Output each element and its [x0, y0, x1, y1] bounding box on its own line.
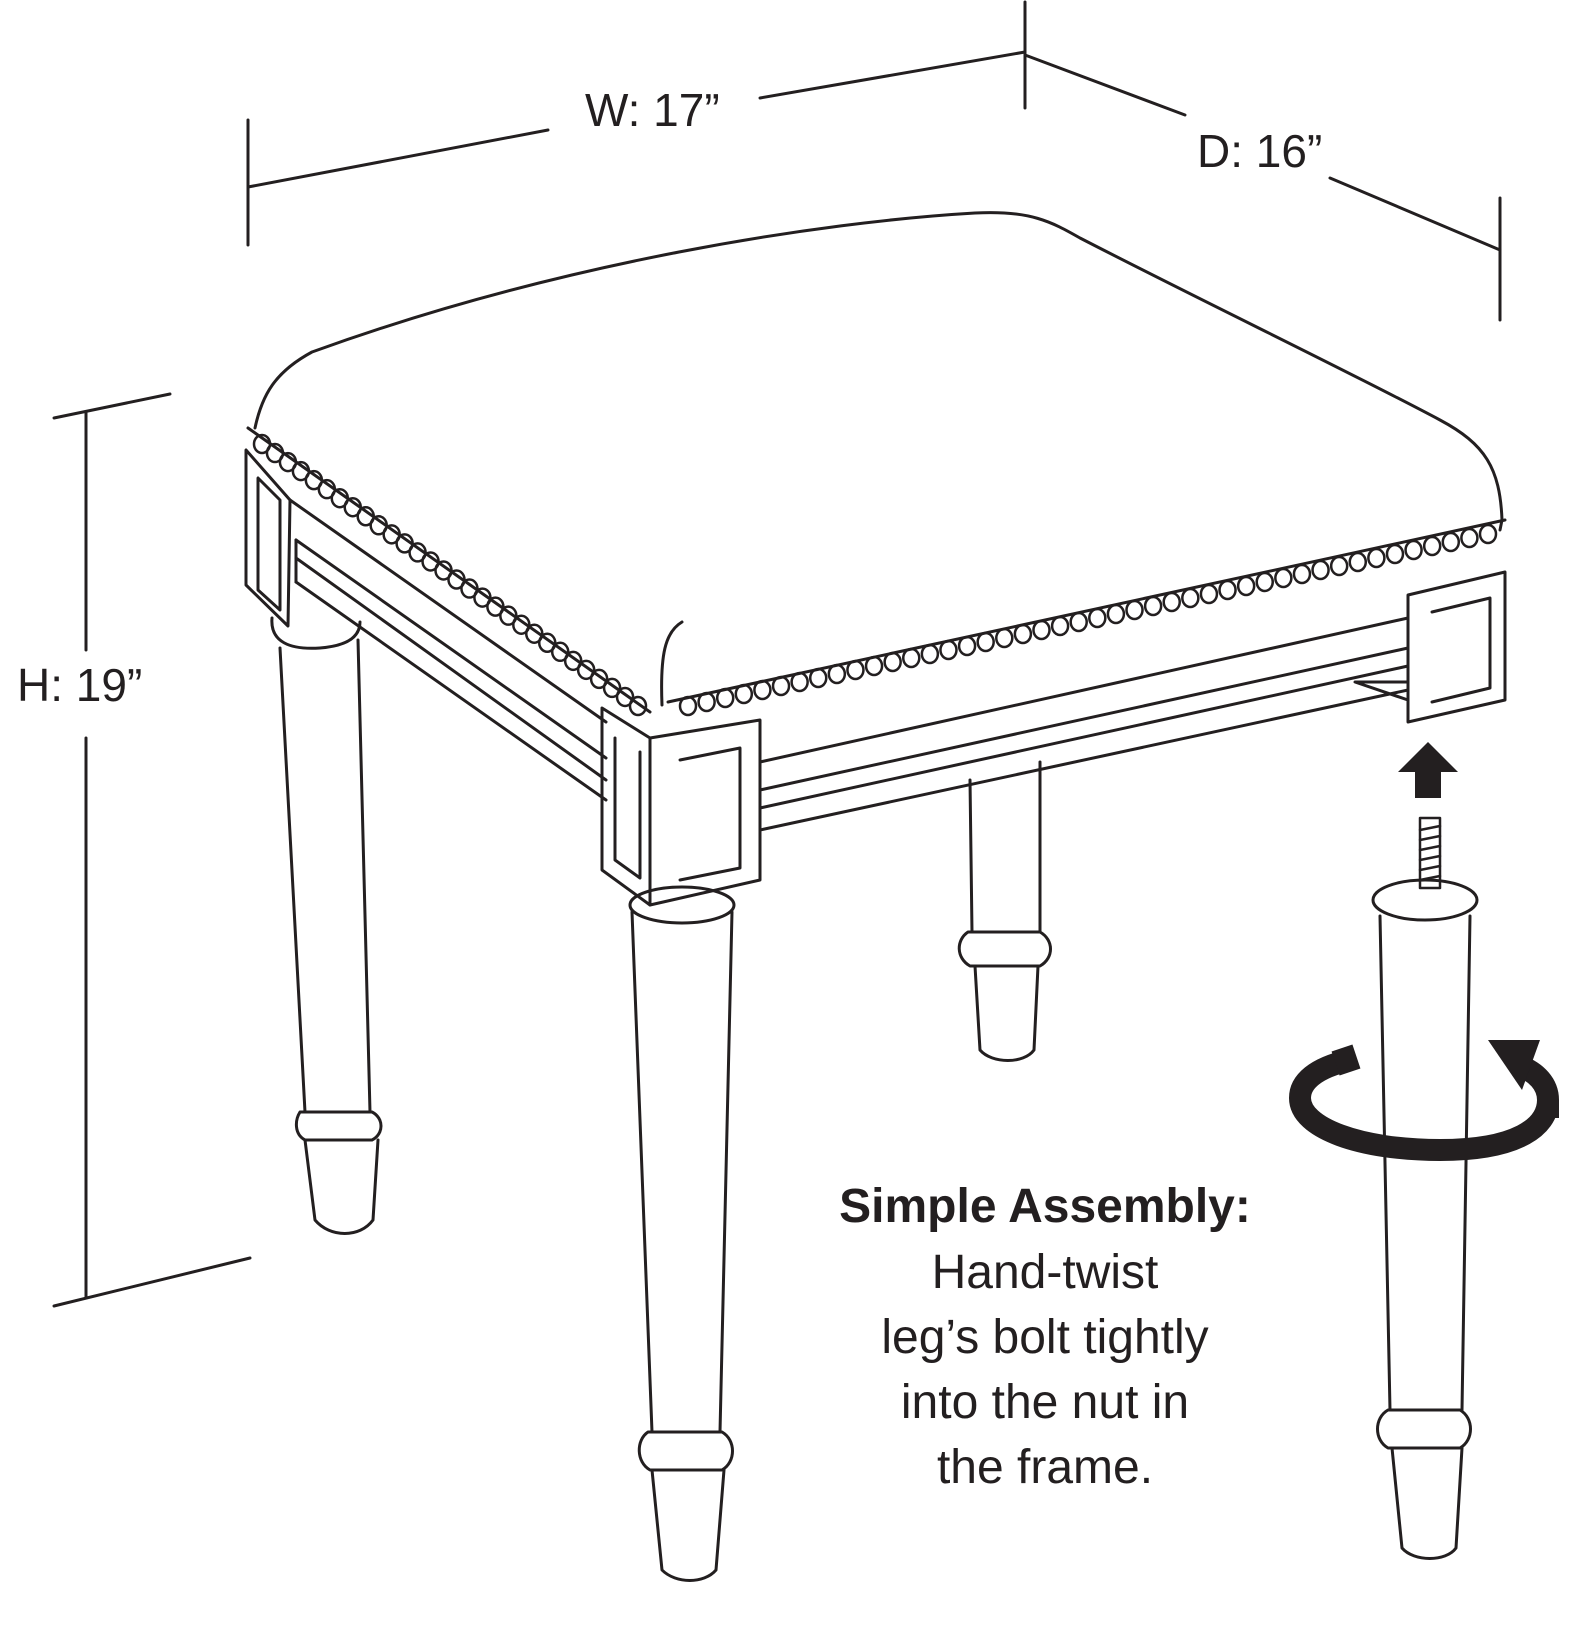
nailhead — [1385, 543, 1405, 565]
assembly-instructions: Simple Assembly: Hand-twist leg’s bolt t… — [790, 1178, 1300, 1500]
width-dimension-line — [246, 0, 1027, 247]
nailhead — [1125, 599, 1144, 621]
nailhead — [1218, 579, 1237, 601]
trim-band-upper-edge — [246, 426, 652, 714]
seat-cushion-fold — [660, 620, 684, 707]
nailhead — [1292, 563, 1312, 585]
nailhead — [512, 614, 531, 635]
assembly-line: the frame. — [936, 1440, 1154, 1494]
nailhead — [1050, 615, 1070, 637]
nailhead — [1274, 567, 1293, 589]
seat-cushion — [253, 211, 1504, 532]
width-label: W: 17” — [585, 84, 720, 136]
assembly-line: leg’s bolt tightly — [881, 1310, 1209, 1364]
nailhead — [1106, 603, 1126, 625]
nailhead — [1236, 575, 1256, 597]
back-left-leg — [270, 616, 383, 1235]
trim-band-upper-edge-right — [666, 518, 1507, 704]
up-arrow-icon — [1398, 742, 1458, 798]
depth-label: D: 16” — [1197, 125, 1323, 177]
nailhead — [1069, 611, 1088, 633]
height-dimension-line — [52, 392, 252, 1308]
nailhead — [1143, 595, 1163, 617]
assembly-title: Simple Assembly: — [839, 1180, 1251, 1233]
detached-leg — [1371, 878, 1479, 1560]
bolt — [1418, 816, 1442, 890]
nailhead — [499, 605, 518, 626]
nailhead — [537, 632, 557, 654]
nailhead — [576, 659, 596, 681]
depth-dimension-line — [1023, 53, 1502, 322]
nailhead — [589, 668, 609, 690]
nailhead — [1422, 535, 1442, 557]
nailhead — [1311, 559, 1330, 581]
right-corner-block — [1353, 570, 1507, 724]
nailhead — [615, 686, 635, 708]
back-right-leg — [957, 760, 1052, 1062]
front-right-apron — [758, 616, 1410, 832]
nailhead — [1460, 527, 1479, 549]
assembly-line: into the nut in — [900, 1375, 1190, 1429]
nailhead — [1181, 587, 1200, 609]
height-label: H: 19” — [17, 659, 143, 711]
nailhead — [1032, 619, 1051, 641]
nailhead — [995, 627, 1014, 649]
front-corner-block — [600, 706, 762, 907]
nailhead — [1478, 523, 1498, 545]
nailhead — [525, 623, 544, 644]
front-left-apron — [288, 498, 608, 802]
nailhead — [1367, 547, 1386, 569]
nailhead — [976, 631, 995, 653]
nailhead — [563, 650, 583, 672]
assembly-line: Hand-twist — [931, 1245, 1159, 1299]
nailhead — [628, 695, 648, 717]
nailhead — [550, 641, 570, 663]
rotate-arrow-icon — [1288, 1040, 1560, 1162]
nailhead — [1441, 531, 1461, 553]
nailhead-trim — [252, 433, 1498, 717]
front-leg — [628, 885, 736, 1582]
nailhead — [1404, 539, 1423, 561]
nailhead — [1013, 623, 1033, 645]
nailhead — [1329, 555, 1349, 577]
left-corner-block — [244, 448, 292, 628]
nailhead — [1255, 571, 1274, 593]
nailhead — [1199, 583, 1219, 605]
nailhead — [1162, 591, 1181, 613]
nailhead — [602, 677, 622, 699]
nailhead — [1348, 551, 1368, 573]
nailhead — [1088, 607, 1107, 629]
